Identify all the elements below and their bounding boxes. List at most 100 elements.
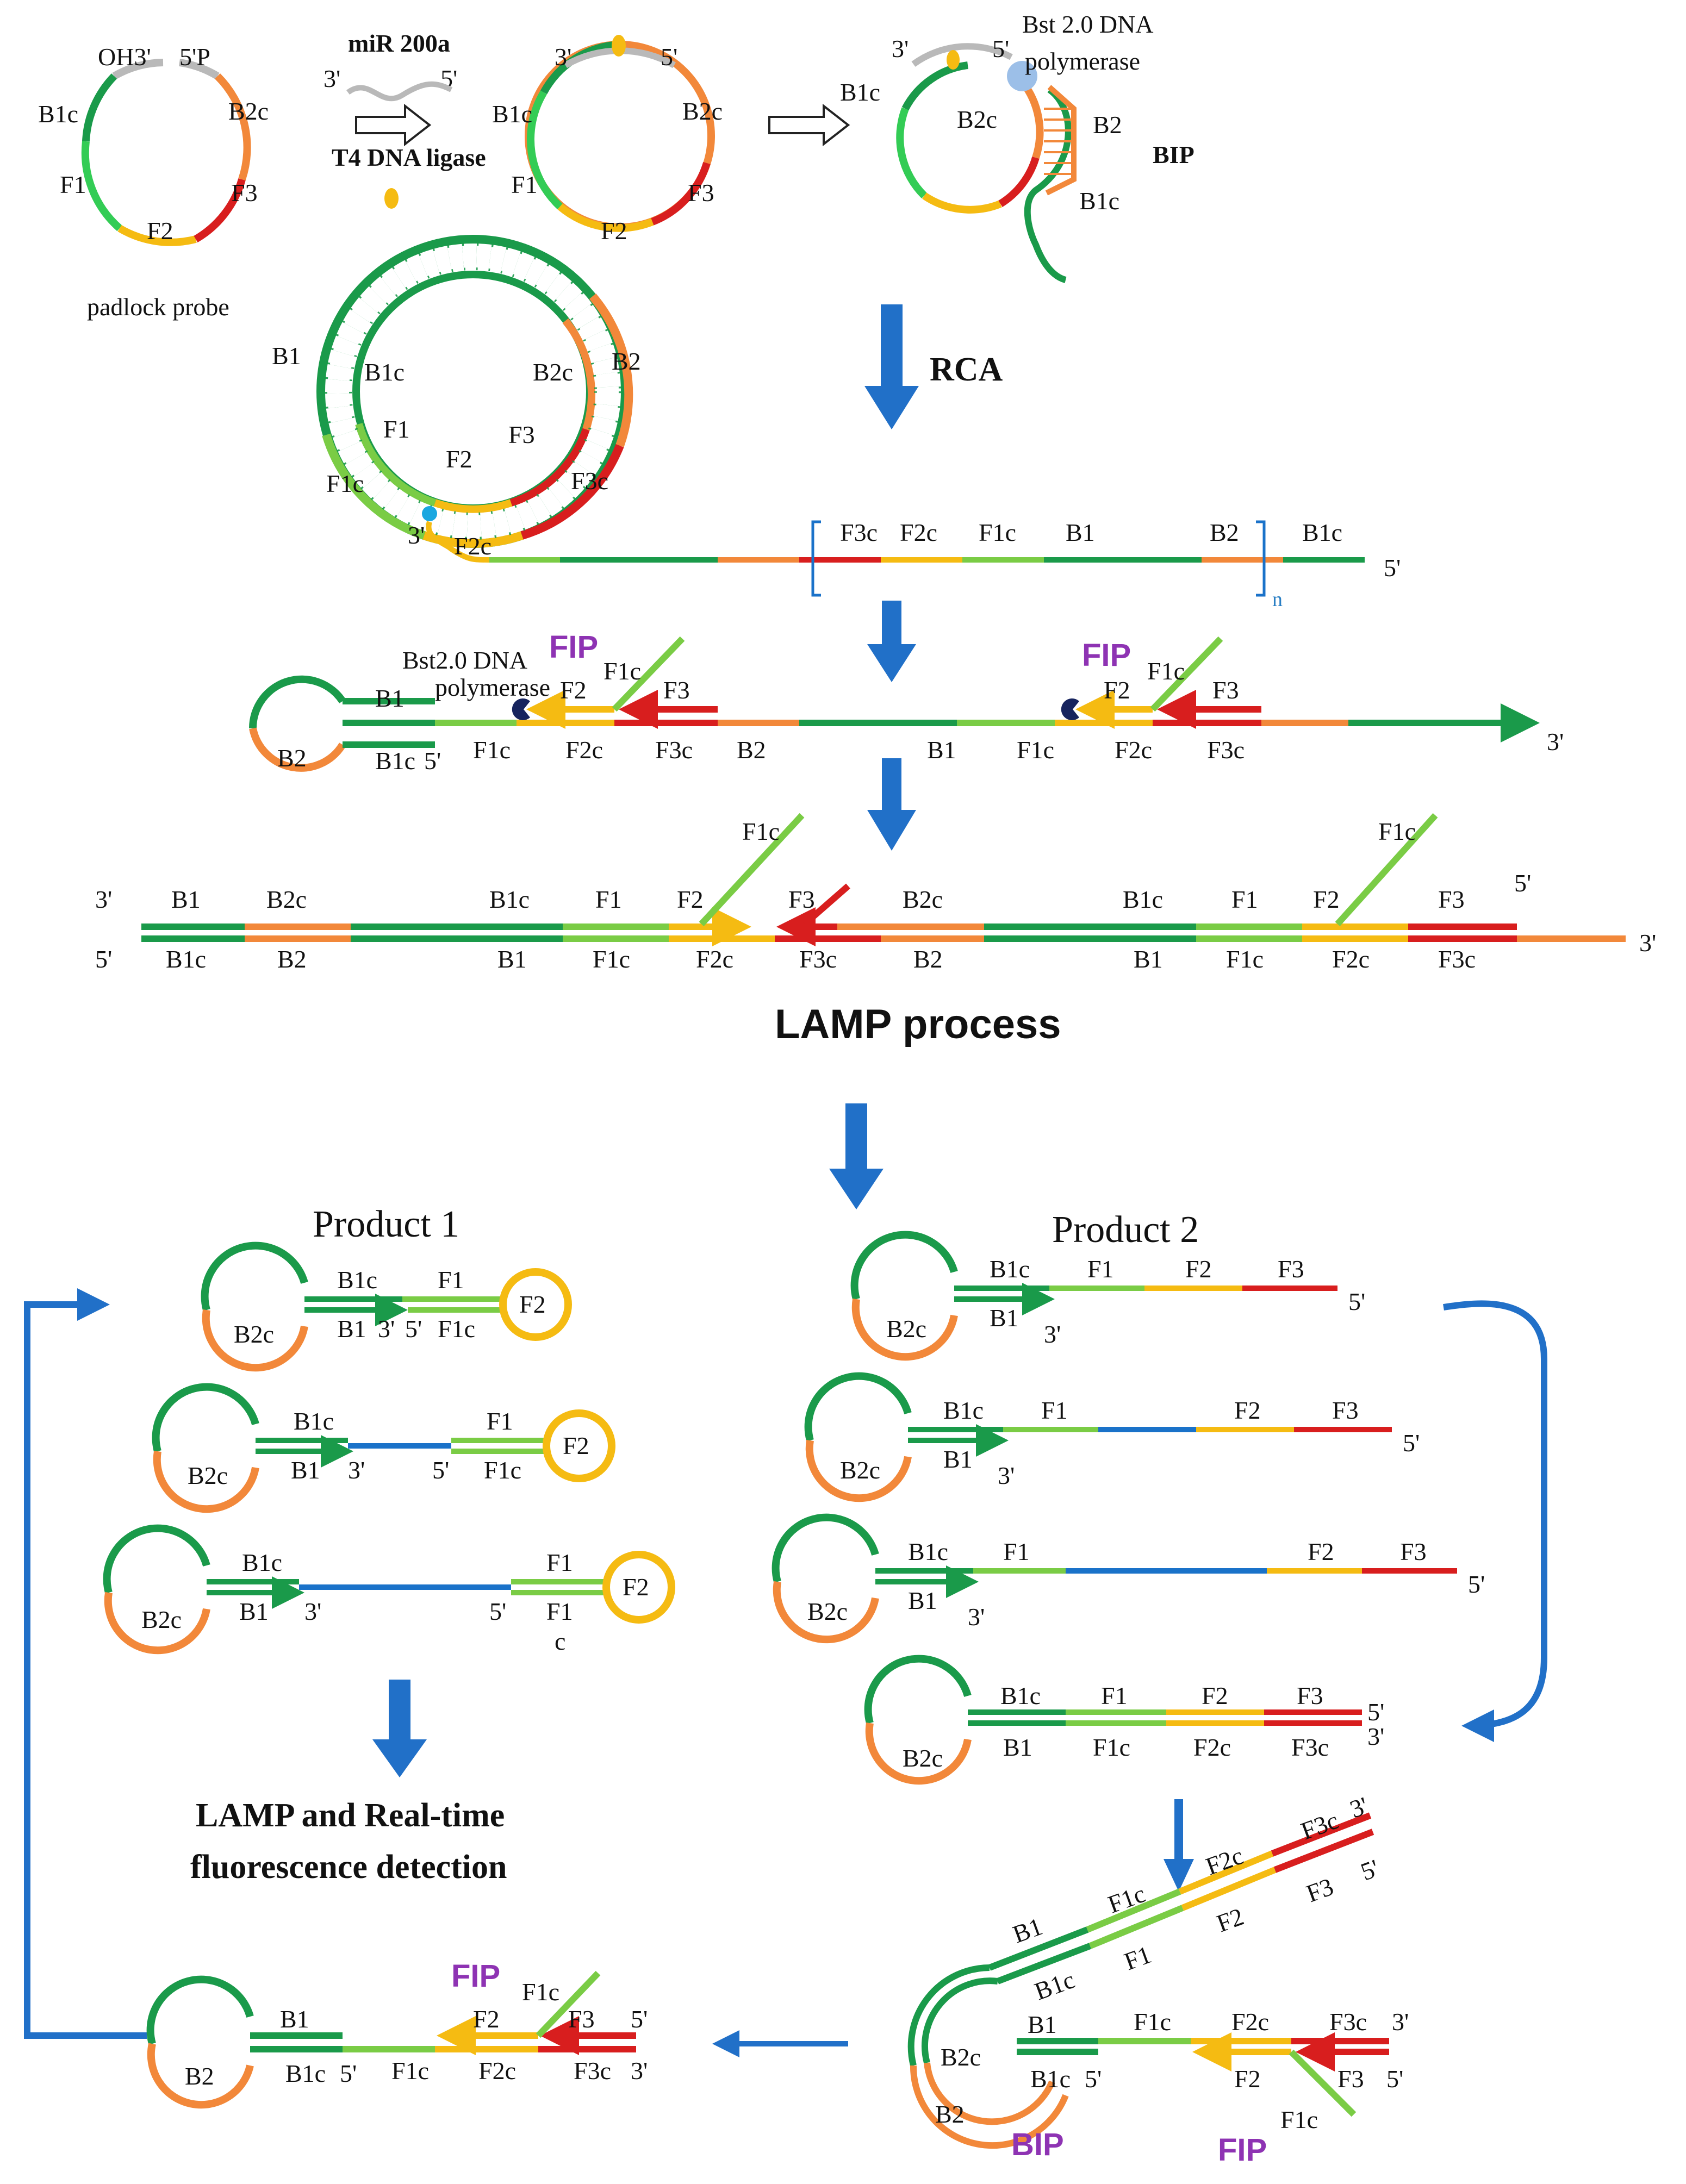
down-arrow-2: [867, 601, 916, 682]
fip-f3: F3: [663, 676, 690, 704]
br-low-b2: B2: [935, 2100, 965, 2128]
probe-arc-dark-green: [82, 73, 117, 142]
hyb-3: 3': [555, 43, 571, 71]
p2-3-b1c: B1c: [908, 1538, 948, 1565]
dup-top-13: 5': [1514, 869, 1531, 897]
ext-arc-yellow: [922, 192, 1002, 214]
hyb-ligase-dot: [612, 35, 626, 57]
hollow-arrow-2: [768, 103, 850, 147]
dup-bot-4: F2c: [696, 945, 733, 973]
dup-left-3: 3': [95, 885, 112, 913]
dup-top-10: F2: [1313, 885, 1340, 913]
probe-arc-red: [194, 178, 246, 243]
ext-b2: B2: [1093, 111, 1122, 139]
ring-rung-gaps: [327, 246, 619, 537]
p1-2-b1: B1: [291, 1456, 320, 1484]
rca-label-0: F3c: [840, 519, 878, 546]
probe-arc-gray-right: [178, 59, 220, 80]
pad-b2: B2: [612, 347, 641, 375]
fip-polymerase-2: [1061, 698, 1079, 721]
ext-ligase-dot: [947, 50, 960, 70]
down-arrow-rca: [864, 304, 919, 429]
dup-top-6: F3: [788, 885, 815, 913]
mirna-3: 3': [323, 65, 340, 92]
loop-arrow-right: [1443, 1300, 1547, 1742]
fip2-f1c: F1c: [1017, 736, 1054, 764]
ext-b1c-tail: B1c: [1079, 187, 1119, 215]
p1-2-f1: F1: [487, 1407, 513, 1435]
ext-5: 5': [992, 35, 1009, 63]
p1-3-f2: F2: [623, 1573, 649, 1601]
dup-top-8: B1c: [1123, 885, 1163, 913]
br-bip: BIP: [1011, 2127, 1064, 2162]
dup-bot-6: B2: [913, 945, 943, 973]
fip-b1c: B1c: [375, 747, 415, 775]
bip-primer: [1024, 87, 1072, 283]
bl-5: 5': [340, 2060, 357, 2087]
dup-top-4: F2: [677, 885, 704, 913]
down-arrow-detect: [372, 1680, 427, 1777]
fip-3-end: 3': [1547, 728, 1564, 756]
ext-arc-light-green: [896, 107, 927, 198]
dup-top-0: B1: [171, 885, 201, 913]
p1-3-b2c: B2c: [141, 1606, 182, 1633]
p2-2-b2c: B2c: [840, 1456, 880, 1484]
bottom-right-construct: B1 F1c F2c F3c 3' B1c F1 F2 F3 5' B2c B1…: [907, 1792, 1409, 2168]
br-5: 5': [1357, 1854, 1383, 1886]
fip-label-2: FIP: [1082, 638, 1131, 673]
hyb-arc-yellow: [557, 203, 654, 232]
repeat-bracket-right: [1256, 520, 1266, 597]
label-oh3: OH3': [98, 43, 151, 71]
p2-1-b1c: B1c: [990, 1255, 1030, 1283]
p2-2-3: 3': [998, 1462, 1015, 1489]
bip-rungs: [1044, 108, 1072, 175]
dup-top-9: F1: [1231, 885, 1258, 913]
down-arrow-p2: [1164, 1799, 1194, 1892]
p1-1-3: 3': [378, 1315, 395, 1343]
dup-bot-0: B1c: [166, 945, 206, 973]
product1-title: Product 1: [313, 1203, 459, 1245]
bl-f3c: F3c: [574, 2057, 611, 2085]
p2-3-f3: F3: [1400, 1538, 1427, 1565]
bl-b1: B1: [280, 2005, 309, 2033]
down-arrow-3: [867, 758, 916, 851]
p1-2-b1c: B1c: [294, 1407, 334, 1435]
hollow-arrow-1: [355, 103, 432, 147]
ligase-dot: [384, 188, 399, 209]
pad-f1c: F1c: [326, 470, 364, 497]
p1-1-b1: B1: [337, 1315, 366, 1343]
p1-1-f2: F2: [519, 1290, 546, 1318]
p2-2-f2: F2: [1234, 1396, 1261, 1424]
p2-3-f2: F2: [1308, 1538, 1334, 1565]
rca-label-4: B2: [1210, 519, 1239, 546]
inner-arc-red: [509, 428, 590, 507]
rca-label-3: B1: [1066, 519, 1095, 546]
br-f1c: F1c: [1104, 1880, 1149, 1919]
ext-arc-dark-green: [901, 61, 968, 111]
product2-full-duplex: B2c B1c B1 F1 F1c F2 F2c F3 F3c 5' 3': [864, 1655, 1384, 1785]
br-low-5: 5': [1085, 2065, 1102, 2093]
ligase-label: T4 DNA ligase: [332, 143, 486, 171]
fip-binding-stage: Bst2.0 DNA polymerase FIP B1 F2 F1c F3 B…: [248, 629, 1564, 775]
bl-f2: F2: [473, 2005, 500, 2033]
hyb-f3: F3: [688, 179, 714, 207]
dup-bot-1: B2: [277, 945, 307, 973]
br-low-b1: B1: [1028, 2011, 1057, 2038]
rca-5: 5': [1384, 554, 1401, 582]
rca-label-2: F1c: [979, 519, 1016, 546]
fip-label-1: FIP: [549, 629, 598, 665]
p2-2-5: 5': [1403, 1429, 1420, 1457]
padlock-linear-probe: OH3' 5'P B1c B2c F1 F3 F2: [38, 43, 269, 246]
label-f3: F3: [231, 179, 258, 207]
p2-2-f1: F1: [1041, 1396, 1068, 1424]
dup-bot-8: F1c: [1226, 945, 1264, 973]
ext-b2c: B2c: [957, 105, 997, 133]
product2-item-3: B2c B1c B1 3' F1 F2 F3 5': [772, 1513, 1485, 1644]
fip-f1c: F1c: [473, 736, 511, 764]
dup-top-12: F3: [1438, 885, 1465, 913]
outer-arc-orange: [589, 293, 633, 447]
fip2-f3c: F3c: [1207, 736, 1245, 764]
br-b1: B1: [1009, 1912, 1046, 1948]
fip-b1-low: B1: [927, 736, 956, 764]
hyb-5: 5': [661, 43, 677, 71]
